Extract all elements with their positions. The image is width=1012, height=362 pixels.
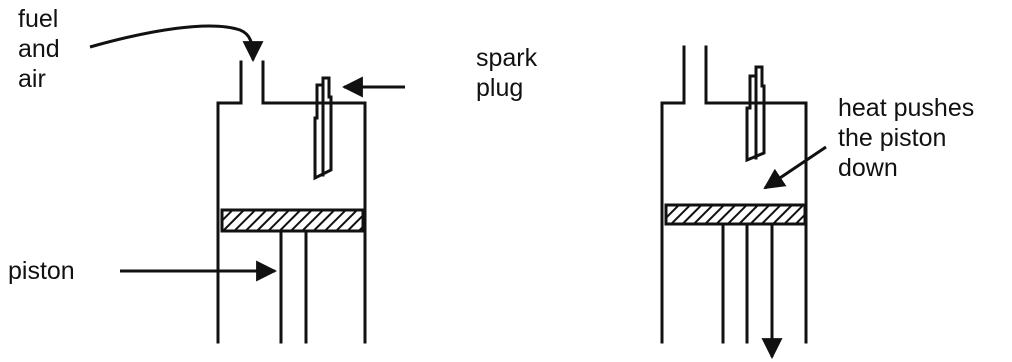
heat-pushes-label-line-2: the piston [838,124,947,152]
left-cylinder [216,60,367,344]
fuel-and-air-label-line-1: fuel [18,5,59,33]
left-spark-plug-outline [313,76,333,181]
fuel-and-air-label-line-2: and [18,35,60,63]
left-piston [220,208,365,233]
fuel-arrow [89,24,264,63]
spark-plug-label-line-2: plug [476,74,524,102]
fuel-and-air-label: fuel and air [18,4,60,94]
spark-plug-label: spark plug [476,43,537,103]
spark-plug-label-line-1: spark [476,44,538,72]
piston-label: piston [8,257,75,285]
heat-pushes-label-line-3: down [838,154,898,182]
right-arrows [761,145,827,360]
fuel-and-air-label-line-3: air [18,65,46,93]
right-piston [664,203,807,226]
heat-pushes-label: heat pushes the piston down [838,93,974,183]
left-arrows [89,24,405,282]
right-spark-plug-outline [745,65,766,163]
right-cylinder [660,45,808,344]
heat-pushes-label-line-1: heat pushes [838,94,975,122]
heat-arrow [763,145,827,190]
